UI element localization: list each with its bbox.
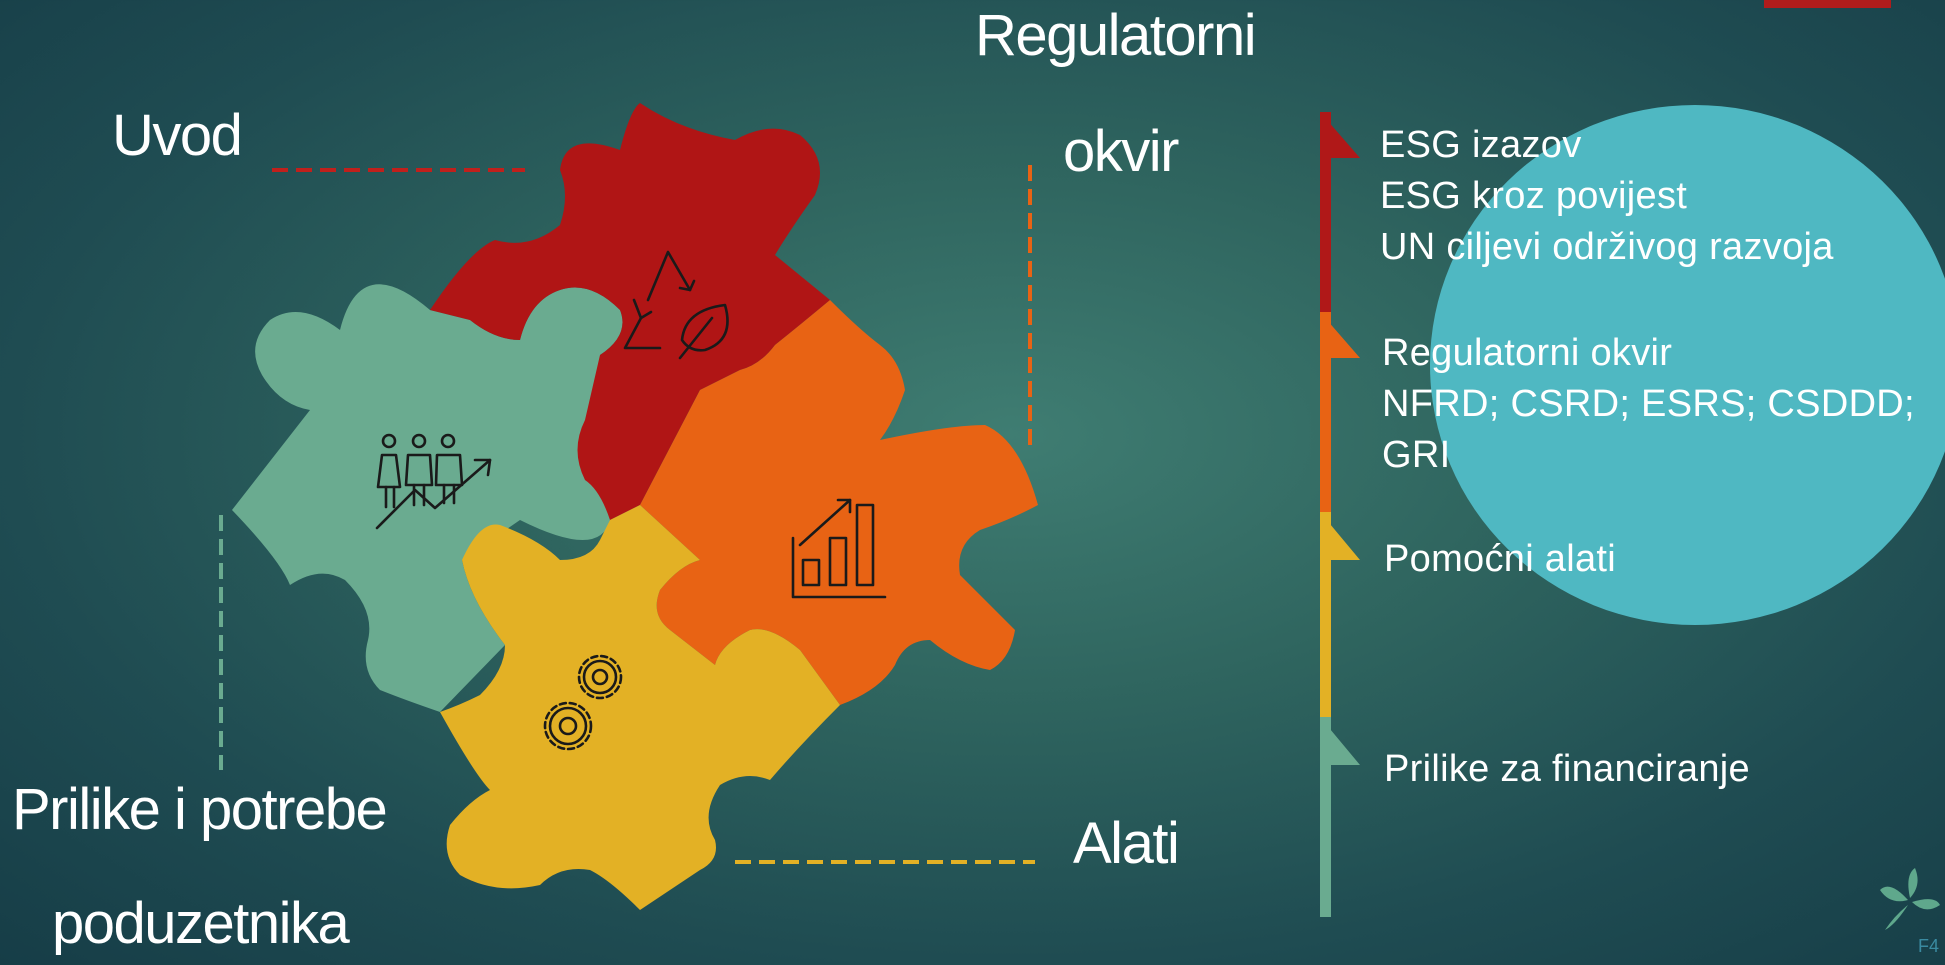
agenda-bar-orange (1320, 312, 1331, 512)
uvod-label: Uvod (112, 103, 243, 168)
agenda-item: Regulatorni okvir (1382, 332, 1673, 374)
agenda-bar-green (1320, 717, 1331, 917)
regulatorni-label-line2: okvir (1063, 119, 1179, 184)
red-puzzle-piece (430, 103, 830, 520)
agenda-arrow-yellow (1320, 512, 1360, 560)
agenda-item: ESG izazov (1380, 124, 1582, 166)
yellow-puzzle-piece (440, 505, 840, 910)
agenda-arrow-green (1320, 717, 1360, 765)
leaf-logo-icon (1880, 868, 1940, 930)
agenda-item: Prilike za financiranje (1384, 748, 1750, 790)
page-number: F4 (1917, 936, 1939, 956)
people-growth-icon (375, 433, 492, 530)
agenda-item: ESG kroz povijest (1380, 175, 1688, 217)
agenda-item: Pomoćni alati (1384, 538, 1617, 580)
agenda-bar-yellow (1320, 512, 1331, 717)
prilike-label-line1: Prilike i potrebe (12, 777, 388, 842)
agenda-arrow-orange (1320, 312, 1360, 358)
prilike-label-line2: poduzetnika (52, 891, 350, 956)
agenda-item: GRI (1382, 434, 1451, 476)
regulatorni-label-line1: Regulatorni (975, 3, 1257, 68)
agenda-item: UN ciljevi održivog razvoja (1380, 226, 1834, 268)
orange-puzzle-piece (640, 300, 1038, 705)
gears-icon (543, 654, 623, 751)
alati-label: Alati (1073, 811, 1180, 876)
bar-chart-growth-icon (791, 498, 887, 599)
agenda-arrow-red (1320, 112, 1360, 158)
corner-accent-bar (1764, 0, 1891, 8)
green-puzzle-piece (232, 284, 640, 712)
agenda-bar-red (1320, 112, 1331, 312)
teal-circle-decoration (1430, 105, 1945, 625)
agenda-item: NFRD; CSRD; ESRS; CSDDD; (1382, 383, 1915, 425)
recycle-leaf-icon (623, 250, 729, 360)
